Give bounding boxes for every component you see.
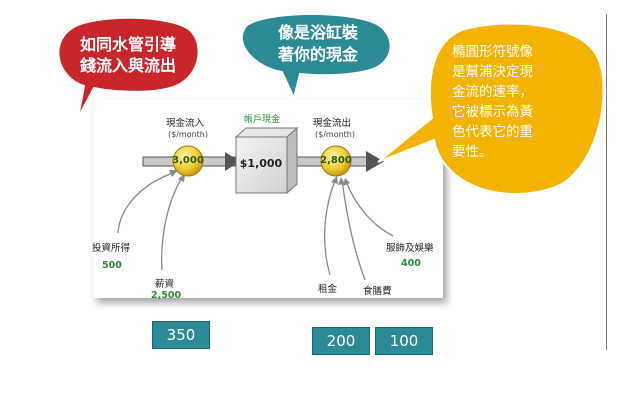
source-investment-value: 500 [102, 260, 122, 271]
teal-bubble-text: 像是浴缸裝 著你的現金 [277, 23, 358, 64]
yellow-bubble-text: 橢圓形符號像 是幫浦決定現 金流的速率， 它被標示為黃 色代表它的重 要性。 [452, 44, 533, 160]
inflow-label: 現金流入 [166, 118, 205, 129]
inflow-value: 3,000 [172, 155, 204, 166]
outflow-arrowhead [366, 151, 384, 172]
outflow-valve [320, 145, 352, 177]
cube-side [286, 126, 298, 195]
answer-box-350: 350 [152, 321, 210, 349]
outflow-unit: ($/month) [315, 130, 355, 139]
use-food-label: 食膳費 [363, 286, 392, 297]
divider-line [606, 14, 607, 350]
source-investment-label: 投資所得 [92, 243, 131, 254]
cash-account-label: 帳戶現金 [244, 115, 281, 125]
red-speech-bubble [57, 16, 200, 119]
yellow-speech-bubble [377, 22, 605, 196]
inflow-unit: ($/month) [168, 130, 208, 139]
answer-box-100: 100 [375, 327, 433, 355]
outflow-value: 2,800 [320, 155, 352, 166]
cash-account-box [235, 136, 288, 194]
source-salary-value: 2,500 [151, 290, 182, 301]
red-bubble-text: 如同水管引導 錢流入與流出 [79, 35, 176, 75]
source-salary-label: 薪資 [155, 279, 175, 290]
use-clothing-label: 服飾及娛樂 [386, 243, 434, 254]
answer-box-200: 200 [312, 327, 370, 355]
use-clothing-value: 400 [401, 258, 421, 269]
use-rent-label: 租金 [318, 284, 338, 295]
cash-account-value: $1,000 [239, 157, 283, 170]
teal-speech-bubble [240, 13, 392, 101]
outflow-label: 現金流出 [313, 118, 352, 129]
inflow-arrowhead [225, 152, 240, 171]
inflow-valve [172, 145, 204, 177]
